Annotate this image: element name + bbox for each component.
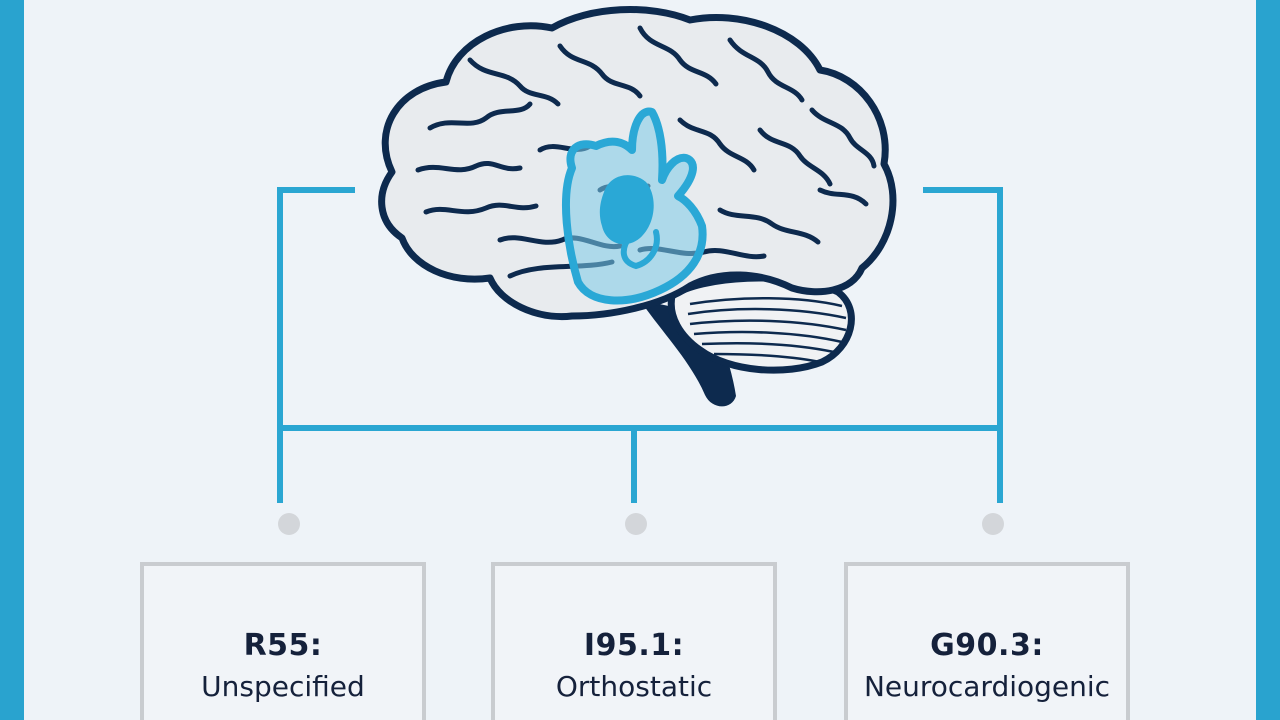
code-label: G90.3:	[930, 628, 1044, 663]
code-description: Neurocardiogenic	[863, 670, 1111, 703]
connector-lines	[277, 187, 1003, 503]
connector-right-bracket	[923, 187, 1003, 503]
code-card-r55: R55: Unspecified	[140, 562, 426, 720]
connector-nodes	[278, 513, 1004, 535]
code-description: Unspecified	[201, 670, 365, 703]
code-description: Orthostatic	[555, 670, 713, 703]
code-label: R55:	[243, 628, 323, 663]
cerebellum-folds	[687, 296, 847, 364]
code-card-i95-1: I95.1: Orthostatic	[491, 562, 777, 720]
heart-icon	[561, 107, 707, 305]
heart-chamber	[599, 175, 654, 245]
node-dot-center	[625, 513, 647, 535]
node-dot-right	[982, 513, 1004, 535]
code-label: I95.1:	[583, 628, 685, 663]
heart-vessel	[620, 229, 660, 270]
node-dot-left	[278, 513, 300, 535]
code-card-g90-3: G90.3: Neurocardiogenic	[844, 562, 1130, 720]
connector-left-bracket	[277, 187, 355, 503]
